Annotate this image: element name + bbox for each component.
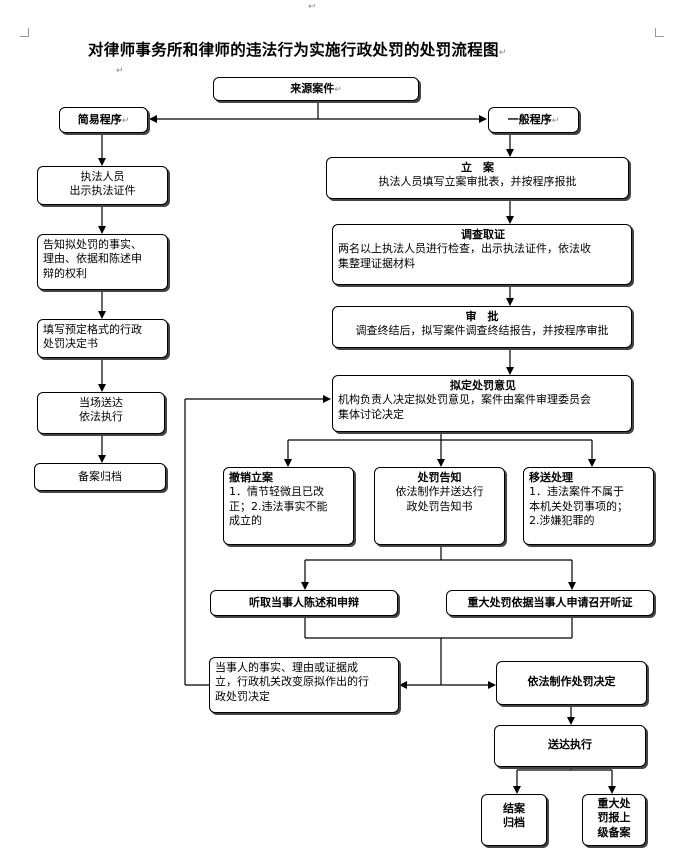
- paragraph-mark: ↵: [116, 66, 124, 76]
- paragraph-return-mark: ↩: [308, 2, 316, 12]
- step-body-line: 本机关处罚事项的；: [529, 499, 628, 513]
- step-title: 立 案: [461, 161, 494, 174]
- simple-step-fill-decision: 填写预定格式的行政 处罚决定书: [37, 319, 168, 358]
- page-corner-mark-left: [20, 28, 29, 37]
- step-line: 重大处: [597, 797, 631, 810]
- step-body-line: 成立的: [229, 513, 262, 527]
- step-body: 执法人员填写立案审批表，并按程序报批: [378, 175, 577, 189]
- deliver-execute-box: 送达执行: [494, 725, 646, 767]
- step-title: 处罚告知: [417, 471, 462, 484]
- step-body-line: 两名以上执法人员进行检查，出示执法证件，依法收: [338, 242, 591, 256]
- paragraph-mark: ↵: [334, 85, 342, 95]
- general-procedure-box: 一般程序↵: [488, 107, 579, 133]
- general-step-approve: 审 批 调查终结后，拟写案件调查终结报告，并按程序审批: [332, 306, 632, 348]
- step-title: 拟定处罚意见: [450, 379, 516, 392]
- page-title: 对律师事务所和律师的违法行为实施行政处罚的处罚流程图↵: [88, 41, 507, 59]
- step-line: 出示执法证件: [69, 184, 136, 198]
- step-body-line: 依法制作并送达行: [395, 485, 484, 499]
- step-line: 归档: [503, 816, 525, 830]
- step-line: 当事人的事实、理由或证据成: [215, 661, 358, 674]
- step-body-line: 集体讨论决定: [338, 407, 404, 421]
- step-line: 填写预定格式的行政: [43, 323, 142, 336]
- step-body-line: 2.涉嫌犯罪的: [529, 513, 595, 527]
- simple-procedure-box: 简易程序↵: [59, 107, 148, 133]
- source-cases-box: 来源案件↵: [213, 77, 419, 101]
- make-decision-box: 依法制作处罚决定: [496, 661, 647, 705]
- step-line: 辩的权利: [43, 266, 87, 280]
- step-body-line: 1．违法案件不属于: [529, 485, 624, 499]
- close-archive-box: 结案 归档: [481, 794, 547, 846]
- step-line: 级备案: [597, 825, 631, 839]
- step-body: 调查终结后，拟写案件调查终结报告，并按程序审批: [355, 324, 609, 338]
- step-title: 审 批: [465, 310, 499, 323]
- step-body-line: 1．情节轻微且已改: [229, 485, 324, 499]
- step-line: 处罚决定书: [43, 337, 98, 351]
- step-line: 依法执行: [79, 410, 123, 424]
- step-body-line: 集整理证据材料: [338, 256, 415, 270]
- branch-withdraw-case: 撤销立案 1．情节轻微且已改 正；2.违法事实不能 成立的: [223, 467, 354, 545]
- simple-step-archive: 备案归档: [34, 463, 166, 491]
- hear-statement-box: 听取当事人陈述和申辩: [210, 590, 398, 616]
- branch-penalty-notice: 处罚告知 依法制作并送达行 政处罚告知书: [374, 467, 505, 545]
- step-body-line: 正；2.违法事实不能: [229, 499, 328, 513]
- change-decision-box: 当事人的事实、理由或证据成 立，行政机关改变原拟作出的行 政处罚决定: [209, 657, 399, 713]
- step-line: 理由、依据和陈述申: [43, 252, 142, 266]
- branch-transfer: 移送处理 1．违法案件不属于 本机关处罚事项的； 2.涉嫌犯罪的: [523, 467, 654, 545]
- report-record-box: 重大处 罚报上 级备案: [582, 794, 646, 846]
- step-line: 政处罚决定: [215, 689, 270, 703]
- step-body-line: 政处罚告知书: [406, 499, 473, 513]
- step-title: 移送处理: [529, 471, 573, 484]
- step-title: 撤销立案: [229, 471, 273, 484]
- step-line: 罚报上: [597, 811, 631, 825]
- step-line: 立，行政机关改变原拟作出的行: [215, 675, 369, 689]
- simple-step-inform-rights: 告知拟处罚的事实、 理由、依据和陈述申 辩的权利: [37, 234, 168, 290]
- general-step-investigate: 调查取证 两名以上执法人员进行检查，出示执法证件，依法收 集整理证据材料: [332, 224, 632, 285]
- simple-step-deliver-execute: 当场送达 依法执行: [37, 392, 165, 434]
- paragraph-mark: ↵: [551, 116, 560, 126]
- hearing-request-box: 重大处罚依据当事人申请召开听证: [446, 590, 654, 616]
- general-step-register-case: 立 案 执法人员填写立案审批表，并按程序报批: [326, 157, 629, 199]
- step-line: 执法人员: [80, 170, 125, 183]
- step-line: 告知拟处罚的事实、: [43, 238, 142, 251]
- paragraph-mark: ↵: [498, 48, 507, 58]
- paragraph-mark: ↵: [121, 116, 130, 126]
- step-body-line: 机构负责人决定拟处罚意见，案件由案件审理委员会: [338, 393, 591, 407]
- simple-step-show-certificate: 执法人员 出示执法证件: [37, 166, 168, 205]
- page-corner-mark-right: [655, 28, 664, 37]
- general-step-draft-opinion: 拟定处罚意见 机构负责人决定拟处罚意见，案件由案件审理委员会 集体讨论决定: [332, 375, 632, 432]
- step-title: 调查取证: [461, 228, 505, 241]
- step-line: 结案: [503, 802, 525, 815]
- step-line: 当场送达: [79, 396, 123, 409]
